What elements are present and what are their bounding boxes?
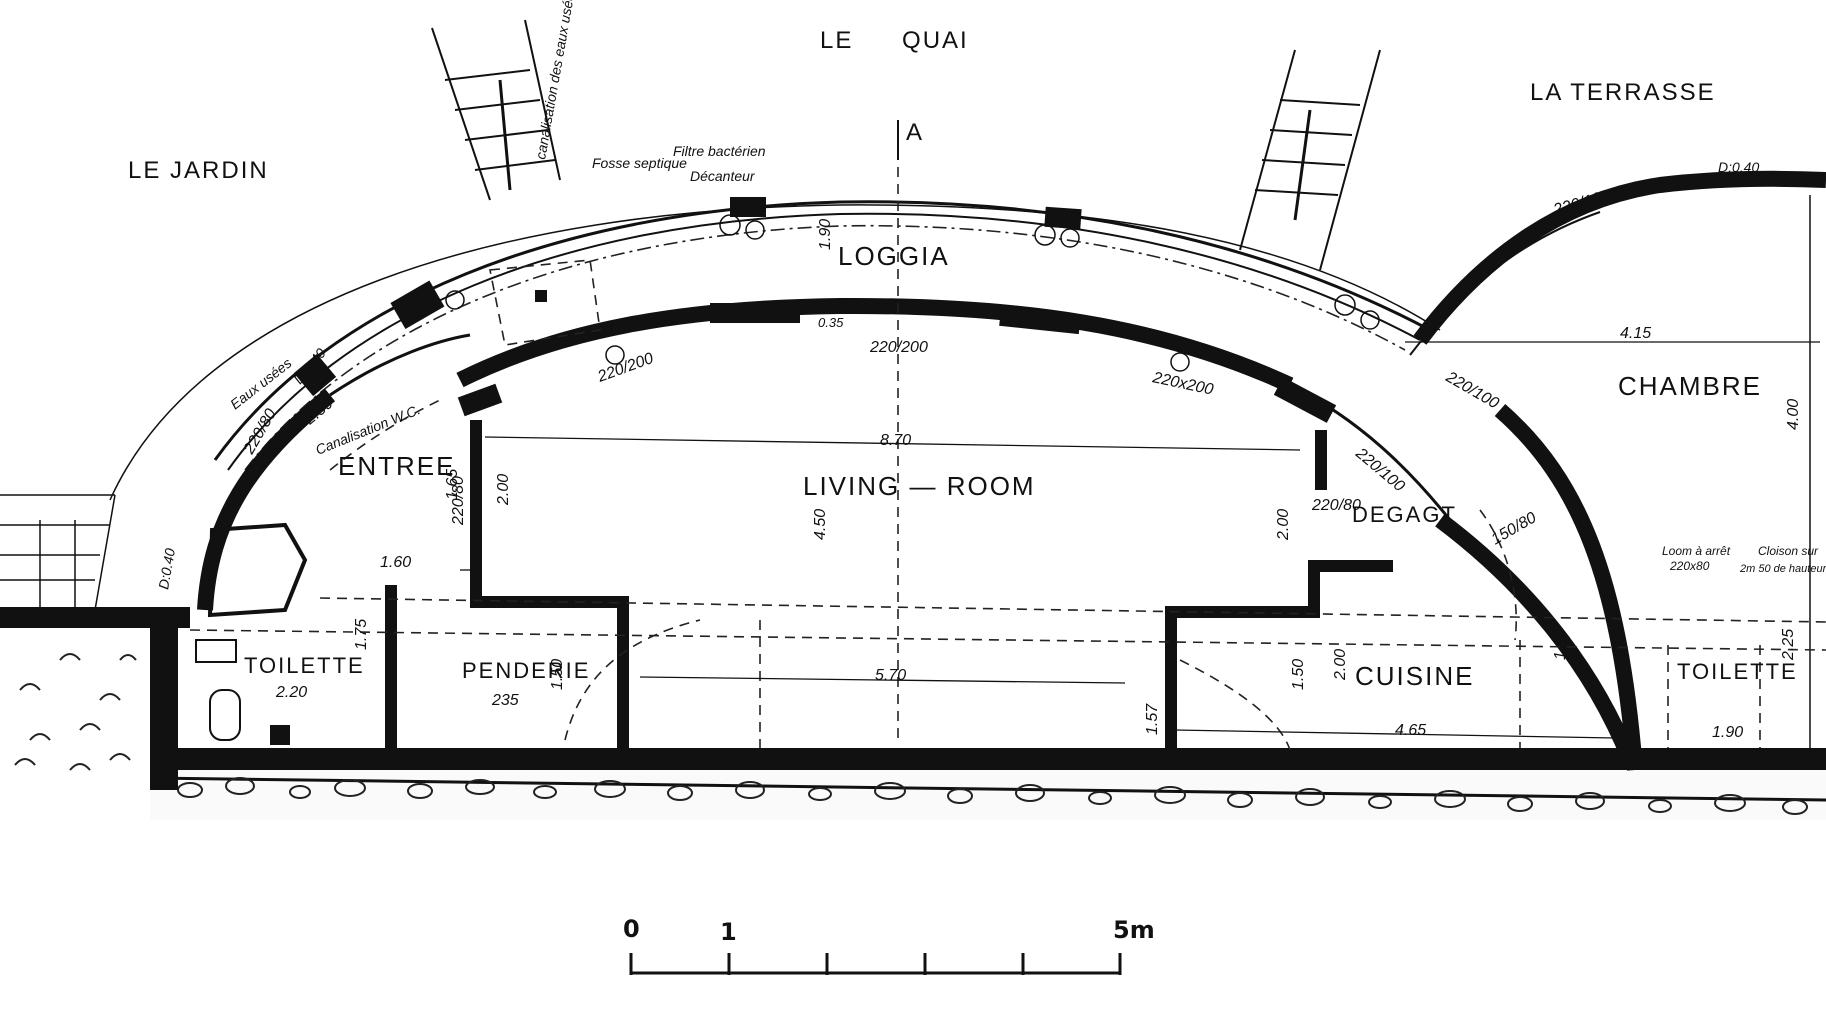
note-cloison: Cloison sur xyxy=(1758,544,1819,558)
loggia-outer-wall-inner xyxy=(227,212,1421,471)
dim-180: 1.80 xyxy=(1552,629,1569,660)
dim-220-80-c: 220/80 xyxy=(1311,497,1361,514)
note-fosse: Fosse septique xyxy=(592,155,687,171)
door-swing-arcs xyxy=(329,399,1518,751)
window-piers xyxy=(293,197,1337,423)
note-loom: Loom à arrêt xyxy=(1662,544,1731,558)
dim-225: 2.25 xyxy=(1780,629,1797,661)
chambre-curved-wall xyxy=(1413,170,1826,345)
dim-150-a: 1.50 xyxy=(549,659,566,690)
dim-175: 1.75 xyxy=(353,619,370,650)
overhead-beam-dashes xyxy=(189,597,1826,748)
chambre-right-wall xyxy=(1494,403,1643,771)
note-d040-right: D:0.40 xyxy=(1718,159,1759,175)
room-chambre: CHAMBRE xyxy=(1618,371,1762,401)
dim-570: 5.70 xyxy=(875,667,906,684)
note-loom-2: 220x80 xyxy=(1669,559,1710,573)
room-living: LIVING — ROOM xyxy=(803,471,1036,501)
room-cuisine: CUISINE xyxy=(1355,661,1474,691)
room-degagement: DEGAGT xyxy=(1352,502,1457,527)
dim-150-b: 1.50 xyxy=(1290,659,1307,690)
dim-220: 2.20 xyxy=(275,684,307,701)
label-quai: LE QUAI xyxy=(820,27,969,54)
scale-bar: 0 1 5m xyxy=(623,915,1155,975)
room-toilette-right: TOILETTE xyxy=(1677,659,1798,684)
loggia-axis-line xyxy=(244,224,1406,471)
toilet-fixtures-left xyxy=(195,522,308,741)
terrace-edge-curve xyxy=(109,204,1441,501)
dim-200-c: 2.00 xyxy=(1332,649,1349,681)
label-jardin: LE JARDIN xyxy=(128,157,269,184)
dim-200-a: 2.00 xyxy=(495,474,512,506)
dim-415: 4.15 xyxy=(1620,325,1651,342)
label-axis-a: A xyxy=(906,119,924,146)
septic-tank xyxy=(489,259,601,346)
main-curved-wall xyxy=(197,297,1638,763)
dim-870: 8.70 xyxy=(880,432,911,449)
scale-label-5m: 5m xyxy=(1113,916,1155,944)
room-toilette-left: TOILETTE xyxy=(244,653,365,678)
dimension-lines xyxy=(460,341,1820,739)
dim-220-100-b: 220/100 xyxy=(1442,368,1502,412)
dim-190: 1.90 xyxy=(1712,724,1743,741)
dim-220-200-a: 220/200 xyxy=(869,339,928,356)
foundation-rubble xyxy=(149,765,1826,820)
dim-220-100-c: 220/100 xyxy=(1352,444,1408,495)
loggia-outer-wall xyxy=(213,200,1431,461)
dim-400: 4.00 xyxy=(1785,399,1802,430)
dim-220-200-c: 220x200 xyxy=(1150,369,1215,399)
room-entree: ENTREE xyxy=(338,451,455,481)
dim-190-loggia: 1.90 xyxy=(817,219,834,250)
south-wall xyxy=(150,748,1826,770)
note-decanteur: Décanteur xyxy=(690,168,756,184)
dim-220-80-b: 220/80 xyxy=(450,476,467,526)
dim-160: 1.60 xyxy=(380,554,411,571)
dim-465: 4.65 xyxy=(1395,722,1426,739)
dim-235: 235 xyxy=(491,692,519,709)
dim-220-200-b: 220/200 xyxy=(595,350,656,386)
room-penderie: PENDERIE xyxy=(462,658,590,683)
west-wall xyxy=(0,607,190,790)
shrubs xyxy=(445,214,1380,372)
label-terrasse: LA TERRASSE xyxy=(1530,79,1716,106)
quai-steps-left xyxy=(431,19,561,201)
garden-steps xyxy=(0,494,116,611)
note-filtre: Filtre bactérien xyxy=(673,143,766,159)
dim-035: 0.35 xyxy=(818,315,844,330)
chambre-outer-wall xyxy=(1409,211,1601,356)
dim-200-b: 2.00 xyxy=(1275,509,1292,541)
scale-label-0: 0 xyxy=(623,915,640,943)
dim-165: 1.65 xyxy=(444,469,461,500)
dim-157: 1.57 xyxy=(1144,703,1161,735)
note-d040-vertical: D:0.40 xyxy=(155,547,178,591)
retaining-wall-left xyxy=(0,630,155,790)
note-cloison-2: 2m 50 de hauteur xyxy=(1739,563,1826,575)
room-loggia: LOGGIA xyxy=(838,241,950,271)
dim-150-80: 150/80 xyxy=(1489,509,1540,548)
scale-label-1: 1 xyxy=(720,918,737,946)
dim-450: 4.50 xyxy=(812,509,829,540)
quai-steps-right xyxy=(1239,49,1381,271)
